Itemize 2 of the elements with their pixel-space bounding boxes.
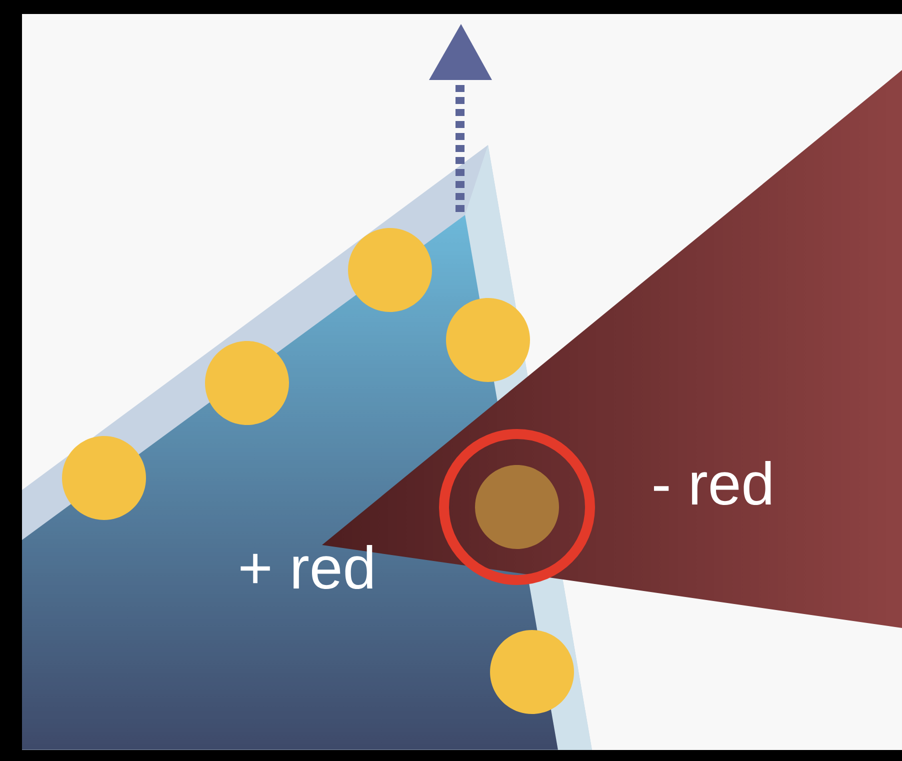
label-text: - red: [654, 460, 771, 506]
label-text: + red: [240, 544, 372, 590]
